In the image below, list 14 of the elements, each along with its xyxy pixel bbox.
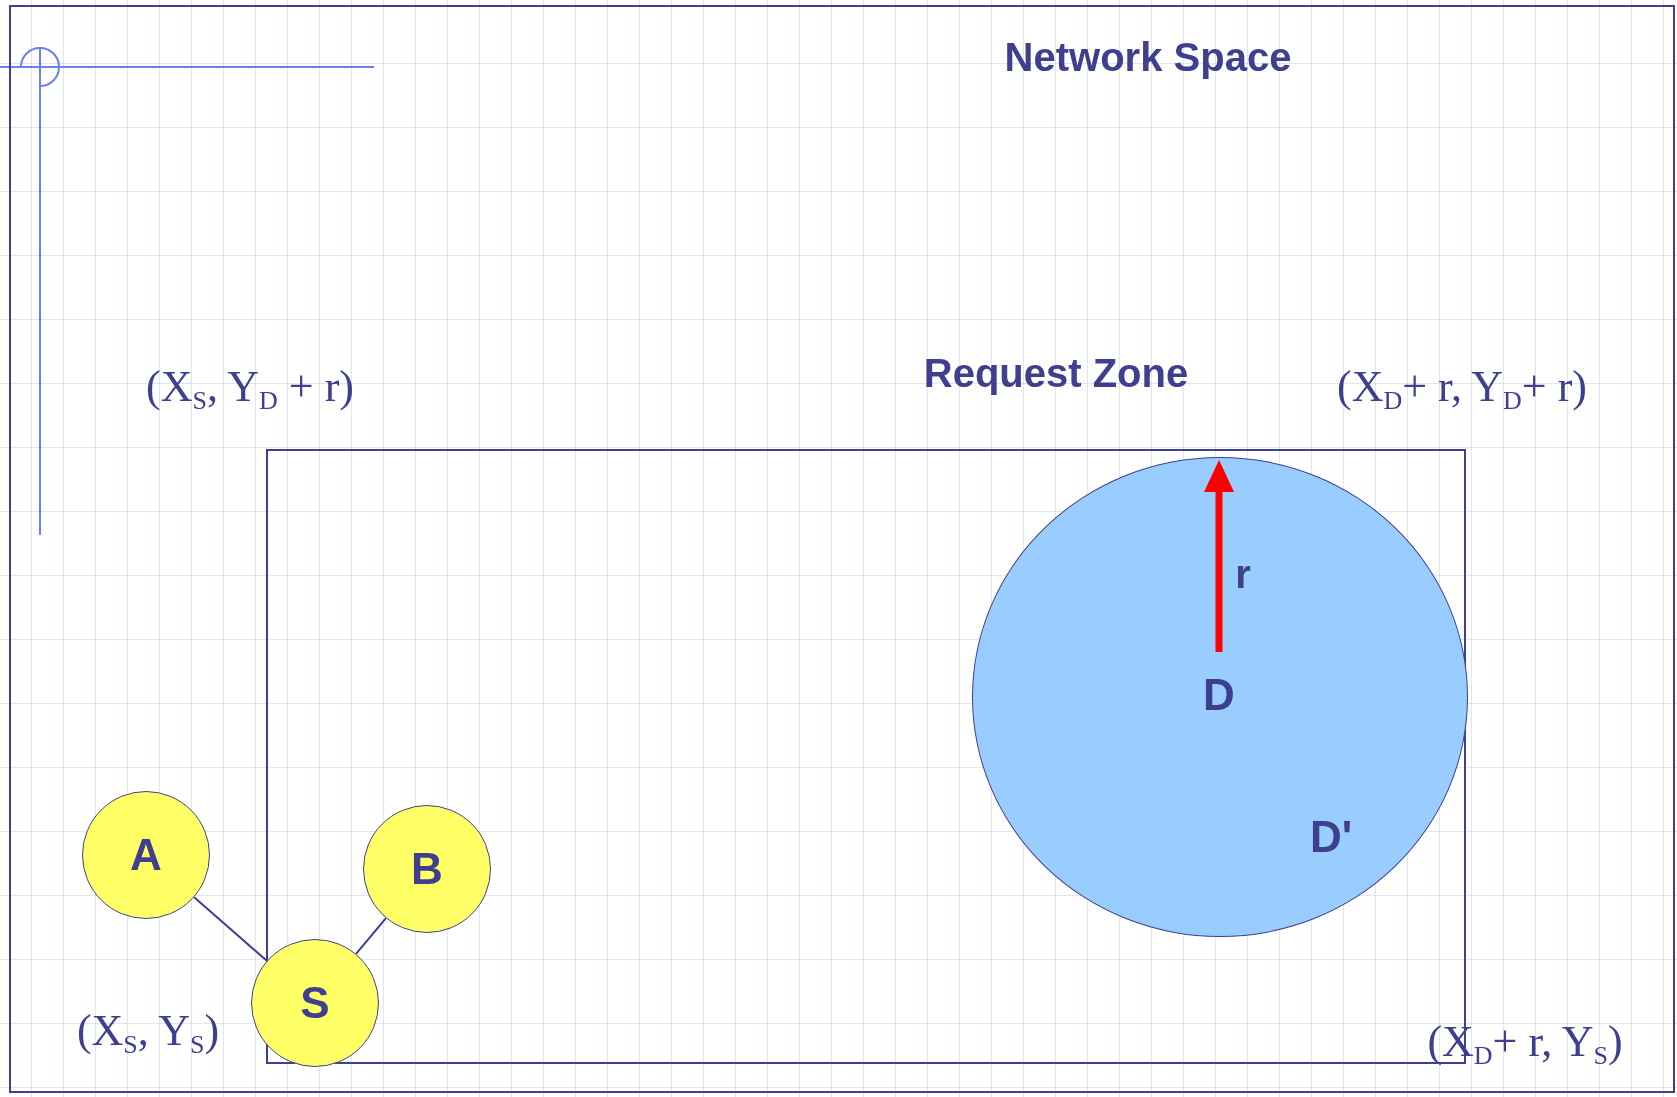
- frame-heading: Network Space: [1004, 34, 1292, 80]
- node-label: S: [300, 978, 330, 1028]
- node-label: A: [130, 830, 162, 880]
- node-label: D': [1309, 812, 1353, 862]
- connector-line: [193, 896, 268, 962]
- coordinate-label: (X$_{D}$+ r, Y$_{D}$+ r): [1337, 360, 1587, 416]
- network-space-frame: [9, 5, 1675, 1093]
- node-label: D: [1203, 670, 1235, 720]
- coordinate-label: (X$_{S}$, Y$_{S}$): [76, 1004, 220, 1060]
- node-label: B: [411, 844, 443, 894]
- radius-label: r: [1235, 551, 1251, 597]
- connector-line: [355, 917, 387, 955]
- zone-heading: Request Zone: [923, 350, 1189, 396]
- coordinate-label: (X$_{S}$, Y$_{D}$ + r): [146, 360, 354, 416]
